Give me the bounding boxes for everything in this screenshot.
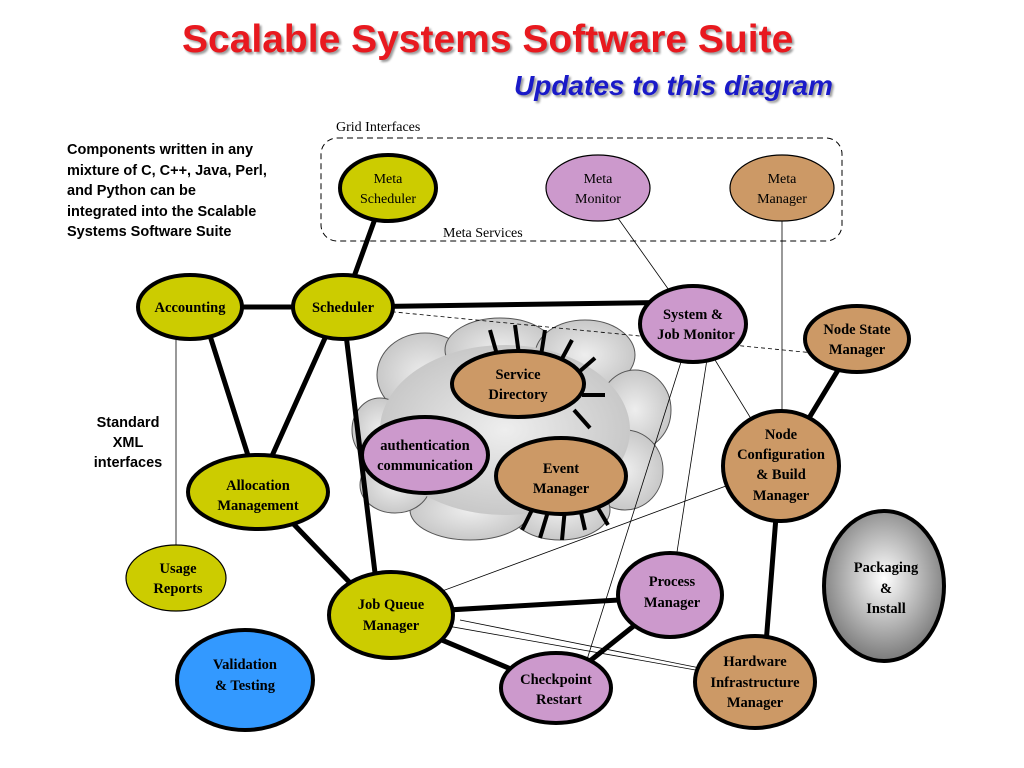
node-meta-manager[interactable]: Meta Manager bbox=[729, 154, 835, 222]
node-scheduler[interactable]: Scheduler bbox=[291, 273, 395, 341]
node-system-job-monitor[interactable]: System & Job Monitor bbox=[638, 284, 748, 364]
node-checkpoint-restart-line1: Checkpoint bbox=[520, 672, 592, 688]
node-allocation-management-line2: Management bbox=[217, 498, 299, 514]
node-node-state-manager[interactable]: Node State Manager bbox=[803, 304, 911, 374]
node-meta-scheduler-line2: Scheduler bbox=[360, 192, 416, 207]
node-validation-testing-line2: & Testing bbox=[215, 678, 276, 694]
node-system-job-monitor-line1: System & bbox=[663, 307, 723, 323]
node-node-state-manager-line2: Manager bbox=[829, 342, 886, 358]
node-accounting-line1: Accounting bbox=[155, 300, 227, 316]
node-authentication-communication-line1: authentication bbox=[380, 438, 469, 454]
node-node-configuration[interactable]: Node Configuration & Build Manager bbox=[721, 409, 841, 523]
node-usage-reports-line1: Usage bbox=[159, 561, 197, 577]
node-meta-monitor-line1: Meta bbox=[584, 172, 614, 187]
node-allocation-management-line1: Allocation bbox=[226, 478, 290, 494]
node-checkpoint-restart[interactable]: Checkpoint Restart bbox=[499, 651, 613, 725]
xml-interfaces-note: Standard XML interfaces bbox=[93, 415, 163, 471]
page-title: Scalable Systems Software Suite bbox=[182, 18, 794, 61]
node-service-directory-line1: Service bbox=[495, 367, 541, 383]
node-checkpoint-restart-line2: Restart bbox=[536, 692, 582, 708]
node-service-directory-line2: Directory bbox=[488, 387, 548, 403]
node-validation-testing[interactable]: Validation & Testing bbox=[175, 628, 315, 732]
node-meta-scheduler-line1: Meta bbox=[374, 172, 404, 187]
node-scheduler-line1: Scheduler bbox=[312, 300, 375, 316]
node-meta-monitor-line2: Monitor bbox=[575, 192, 621, 207]
node-meta-manager-line1: Meta bbox=[768, 172, 798, 187]
node-authentication-communication[interactable]: authentication communication bbox=[360, 415, 490, 495]
node-packaging-install[interactable]: Packaging & Install bbox=[822, 509, 946, 663]
node-meta-monitor[interactable]: Meta Monitor bbox=[545, 154, 651, 222]
grid-interfaces-label: Grid Interfaces bbox=[336, 120, 420, 135]
node-packaging-install-line2: & bbox=[880, 581, 892, 597]
node-event-manager-line2: Manager bbox=[533, 481, 590, 497]
node-process-manager-line1: Process bbox=[649, 574, 696, 590]
node-usage-reports[interactable]: Usage Reports bbox=[125, 544, 227, 612]
node-job-queue-manager[interactable]: Job Queue Manager bbox=[327, 570, 455, 660]
node-job-queue-manager-line2: Manager bbox=[363, 618, 420, 634]
node-node-state-manager-line1: Node State bbox=[823, 322, 891, 338]
page-subtitle: Updates to this diagram bbox=[514, 70, 833, 101]
meta-services-label: Meta Services bbox=[443, 226, 523, 241]
thin-connections bbox=[175, 189, 856, 689]
node-hardware-infrastructure-manager[interactable]: Hardware Infrastructure Manager bbox=[693, 634, 817, 730]
node-event-manager[interactable]: Event Manager bbox=[494, 436, 628, 516]
node-system-job-monitor-line2: Job Monitor bbox=[657, 327, 735, 343]
node-usage-reports-line2: Reports bbox=[153, 581, 202, 597]
node-validation-testing-line1: Validation bbox=[213, 657, 277, 673]
node-node-configuration-line1: Node bbox=[765, 427, 798, 443]
node-authentication-communication-line2: communication bbox=[377, 458, 473, 474]
node-node-configuration-line2: Configuration bbox=[737, 447, 825, 463]
node-job-queue-manager-line1: Job Queue bbox=[358, 597, 425, 613]
node-packaging-install-line1: Packaging bbox=[854, 560, 919, 576]
node-process-manager-line2: Manager bbox=[644, 595, 701, 611]
node-meta-scheduler[interactable]: Meta Scheduler bbox=[338, 153, 438, 223]
node-process-manager[interactable]: Process Manager bbox=[616, 551, 724, 639]
node-hardware-infrastructure-manager-line3: Manager bbox=[727, 695, 784, 711]
node-service-directory[interactable]: Service Directory bbox=[450, 349, 586, 419]
node-event-manager-line1: Event bbox=[543, 461, 579, 477]
node-accounting[interactable]: Accounting bbox=[136, 273, 244, 341]
node-node-configuration-line3: & Build bbox=[756, 467, 806, 483]
node-meta-manager-line2: Manager bbox=[757, 192, 807, 207]
node-hardware-infrastructure-manager-line2: Infrastructure bbox=[710, 675, 800, 691]
node-hardware-infrastructure-manager-line1: Hardware bbox=[723, 654, 787, 670]
grid-interfaces-box bbox=[320, 137, 843, 242]
components-note: Components written in any mixture of C, … bbox=[67, 142, 267, 240]
node-node-configuration-line4: Manager bbox=[753, 488, 810, 504]
node-allocation-management[interactable]: Allocation Management bbox=[186, 453, 330, 531]
node-packaging-install-line3: Install bbox=[866, 601, 906, 617]
